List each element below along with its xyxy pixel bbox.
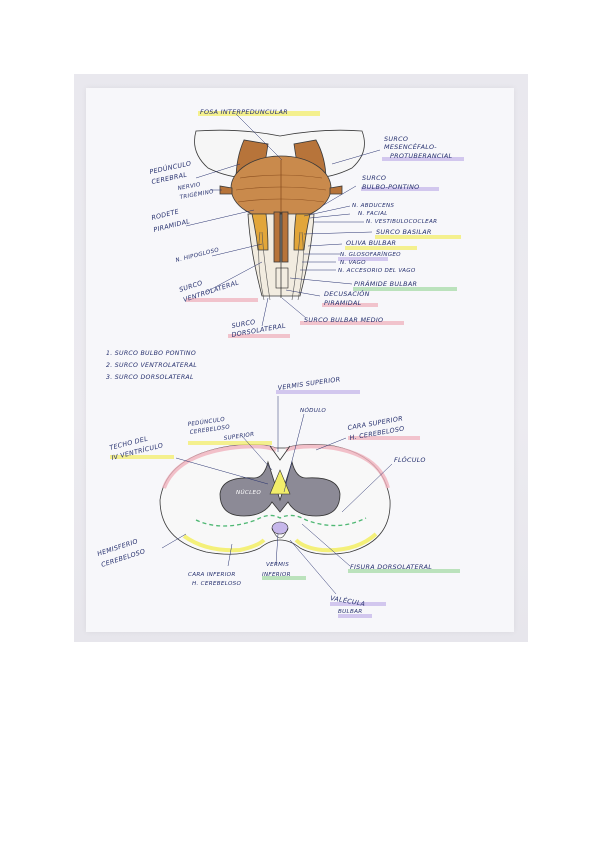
sulcus-legend: 1. SURCO BULBO PONTINO 2. SURCO VENTROLA… <box>106 350 197 381</box>
legend-item-3: 3. SURCO DORSOLATERAL <box>106 374 194 381</box>
label-floculo: FLÓCULO <box>394 455 426 464</box>
label-vermis-inf-2: INFERIOR <box>262 572 291 578</box>
label-surco-mes-1: SURCO <box>384 135 408 143</box>
label-surco-bulbar-medio: SURCO BULBAR MEDIO <box>304 316 383 324</box>
label-nodulo: NÓDULO <box>300 407 326 414</box>
legend-item-2: 2. SURCO VENTROLATERAL <box>106 362 197 369</box>
legend-item-1: 1. SURCO BULBO PONTINO <box>106 350 196 357</box>
label-nucleo: NÚCLEO <box>236 489 261 496</box>
label-surco-bp-2: BULBO-PONTINO <box>362 183 420 191</box>
label-pedunculo-cb-3: SUPERIOR <box>223 432 254 442</box>
label-decusacion-2: PIRAMIDAL <box>324 299 362 307</box>
label-valecula-2: BULBAR <box>338 609 362 615</box>
label-oliva: OLIVA BULBAR <box>346 239 396 247</box>
label-surco-mes-3: PROTUBERANCIAL <box>390 152 453 160</box>
cerebellum-diagram: NÚCLEO <box>160 444 390 554</box>
label-vermis-inf-1: VERMIS <box>266 562 289 568</box>
label-fosa-interpeduncular: FOSA INTERPEDUNCULAR <box>200 108 288 116</box>
label-nervio-trig-1: NERVIO <box>177 182 201 192</box>
label-vermis-superior: VERMIS SUPERIOR <box>277 375 341 392</box>
label-fisura-dorsolateral: FISURA DORSOLATERAL <box>350 563 432 571</box>
label-decusacion-1: DECUSACIÓN <box>324 289 370 298</box>
label-n-vago: N. VAGO <box>340 260 366 266</box>
label-cara-inf-1: CARA INFERIOR <box>188 572 236 578</box>
label-piramide: PIRÁMIDE BULBAR <box>354 279 417 288</box>
label-n-abducens: N. ABDUCENS <box>352 203 394 209</box>
label-surco-bp-1: SURCO <box>362 174 386 182</box>
label-cara-inf-2: H. CEREBELOSO <box>192 581 241 587</box>
label-n-gloso: N. GLOSOFARÍNGEO <box>340 251 401 258</box>
label-n-accesorio: N. ACCESORIO DEL VAGO <box>338 268 416 274</box>
label-n-vestibulo: N. VESTIBULOCOCLEAR <box>366 219 437 225</box>
label-n-facial: N. FACIAL <box>358 211 388 217</box>
label-surco-mes-2: MESENCÉFALO- <box>384 142 437 151</box>
label-surco-basilar: SURCO BASILAR <box>376 228 432 236</box>
